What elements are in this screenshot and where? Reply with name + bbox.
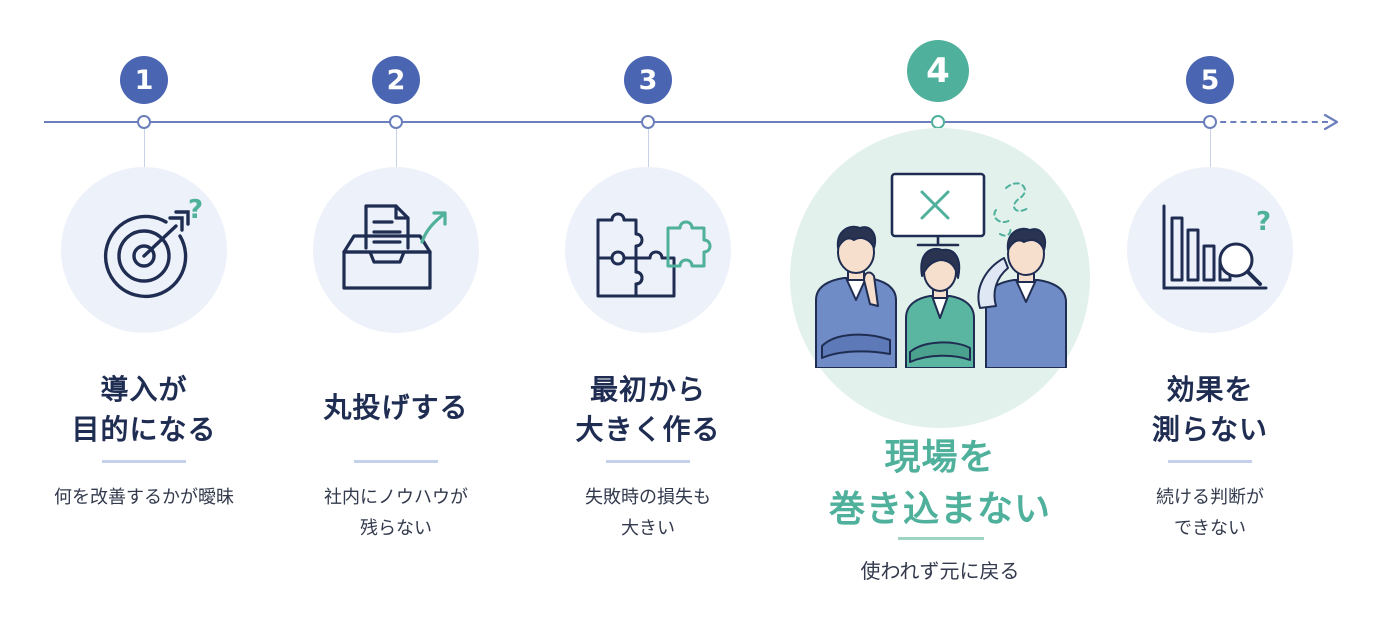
monitor-error-icon	[890, 172, 986, 247]
step-3-title: 最初から 大きく作る	[575, 373, 721, 446]
timeline-arrow-icon	[1323, 113, 1339, 131]
step-1-icon-circle	[61, 167, 227, 333]
step-2-node	[389, 115, 403, 129]
step-2-underline	[354, 460, 438, 463]
step-5-underline	[1168, 460, 1252, 463]
timeline-line	[44, 121, 1210, 123]
step-3-description: 失敗時の損失も 大きい	[585, 487, 711, 539]
step-2-icon-circle	[313, 167, 479, 333]
step-4-number: 4	[907, 40, 969, 102]
svg-text:?: ?	[1256, 207, 1271, 237]
inbox-document-icon	[342, 204, 447, 290]
step-5-stem	[1210, 129, 1211, 169]
puzzle-icon	[596, 212, 712, 298]
step-5-node	[1203, 115, 1217, 129]
step-1-stem	[144, 129, 145, 169]
step-3-icon-circle	[565, 167, 731, 333]
target-icon: ?	[103, 195, 203, 299]
step-5-description: 続ける判断が できない	[1156, 487, 1264, 539]
step-3-underline	[606, 460, 690, 463]
step-4-description: 使われず元に戻る	[860, 559, 1020, 583]
step-3-stem	[648, 129, 649, 169]
confused-staff-illustration	[815, 172, 1067, 368]
svg-text:?: ?	[188, 195, 203, 225]
step-5-icon-circle	[1127, 167, 1293, 333]
step-5-number: 5	[1186, 56, 1234, 104]
step-5-title: 効果を 測らない	[1151, 373, 1268, 446]
step-1-number: 1	[120, 56, 168, 104]
step-4-underline	[898, 537, 984, 540]
step-2-number: 2	[372, 56, 420, 104]
step-4-title: 現場を 巻き込まない	[828, 437, 1051, 530]
step-1-description: 何を改善するかが曖昧	[54, 487, 234, 508]
step-2-title: 丸投げする	[323, 391, 469, 424]
step-1-title: 導入が 目的になる	[71, 373, 217, 446]
step-4-node	[931, 115, 945, 129]
step-1-node	[137, 115, 151, 129]
step-3-number: 3	[624, 56, 672, 104]
step-1-underline	[102, 460, 186, 463]
step-3-node	[641, 115, 655, 129]
chart-magnifier-icon: ?	[1162, 204, 1271, 290]
step-2-stem	[396, 129, 397, 169]
timeline-dashed-extension	[1210, 121, 1328, 123]
step-2-description: 社内にノウハウが 残らない	[324, 487, 468, 539]
